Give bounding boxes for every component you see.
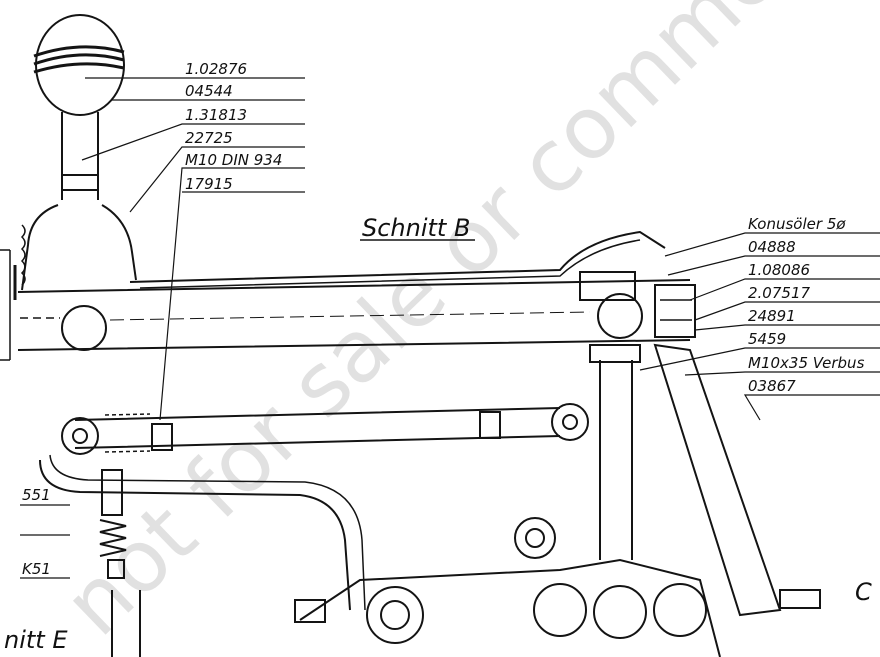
housing-inner [49,454,366,611]
nut-left [151,423,173,451]
label-k51: K51 [22,560,51,578]
leader-lines-left [81,77,305,421]
watermark-text: not for sale or commercial use [45,0,880,655]
hex-bolt-head [514,517,556,559]
label-1-02876: 1.02876 [185,60,247,78]
base-bolt-right [779,589,821,609]
left-label-group: 1.02876 04544 1.31813 22725 M10 DIN 934 … [185,60,282,193]
label-22725: 22725 [185,129,233,147]
oil-line-inner [139,239,641,289]
label-schnitt-e: nitt E [4,626,68,654]
lever-collar [62,174,98,191]
watermark: not for sale or commercial use [45,0,880,655]
oil-line [129,230,666,283]
hex-bolt-center [525,528,545,548]
detent-body [101,469,123,516]
lower-eye-left-hole [72,428,88,444]
housing-plate [653,343,782,617]
left-shaft [111,590,141,657]
ball-joint-cap [579,271,636,301]
lower-eye-left [61,417,99,455]
centerline-main [109,311,591,321]
bearing-2 [533,583,587,637]
bearing-3 [593,585,647,639]
label-m10x35-verbus: M10x35 Verbus [748,354,865,372]
label-5459: 5459 [748,330,786,348]
rubber-boot [21,204,137,291]
label-03867: 03867 [748,377,796,395]
thread-left [104,413,151,453]
pivot-right [597,293,643,339]
label-17915: 17915 [185,175,233,193]
nut-right [479,411,501,439]
lever-head [589,344,641,363]
mechanism-linework [0,14,880,657]
boot-folds-left [20,224,26,286]
shift-lever-rod [61,112,99,200]
knob-grip-lines [33,45,125,74]
label-2-07517: 2.07517 [748,284,810,302]
right-label-group: Konusöler 5ø 04888 1.08086 2.07517 24891… [748,215,865,395]
lower-eye-right [551,403,589,441]
label-551: 551 [22,486,51,504]
bearing-1-inner [380,600,410,630]
vertical-lever [599,360,633,560]
main-shift-rod [17,279,691,351]
shift-knob [35,14,125,116]
detent-spring [99,519,127,557]
leader-lines-right [639,232,880,421]
label-konusoler: Konusöler 5ø [748,215,846,233]
label-1-08086: 1.08086 [748,261,810,279]
housing-outline [39,459,351,611]
label-04544: 04544 [185,82,233,100]
label-04888: 04888 [748,238,796,256]
detent-plug [107,559,125,579]
lower-eye-right-hole [562,414,578,430]
label-c: C [855,578,872,606]
section-title: Schnitt B [362,214,470,242]
label-1-31813: 1.31813 [185,106,247,124]
edge-label-group: 551 K51 nitt E C [4,486,872,654]
label-24891: 24891 [748,307,796,325]
leader-lines-edge [20,504,70,579]
left-edge-part [0,249,11,361]
base-bolt-left [294,599,326,623]
lower-housing [299,558,721,657]
label-m10-din934: M10 DIN 934 [185,151,282,169]
nipple-detail [660,299,692,321]
bearing-1 [366,586,424,644]
bearing-4 [653,583,707,637]
grease-nipple-block [654,284,696,338]
pivot-left [61,305,107,351]
